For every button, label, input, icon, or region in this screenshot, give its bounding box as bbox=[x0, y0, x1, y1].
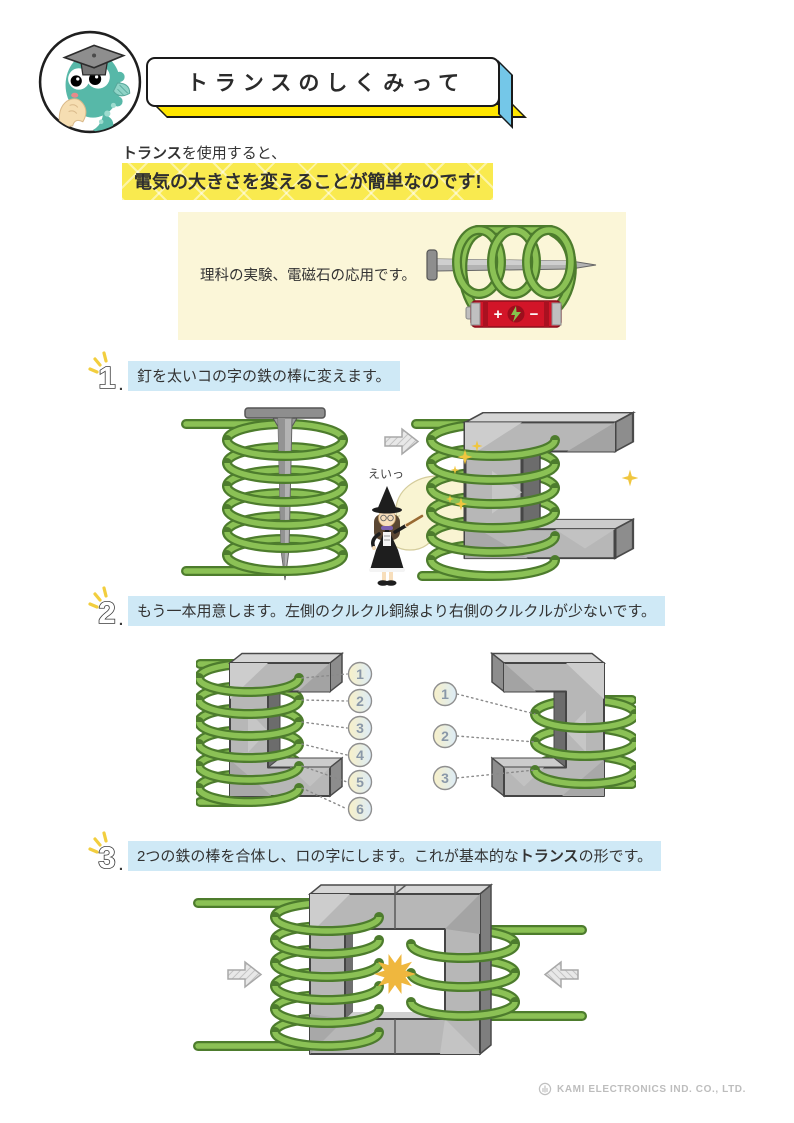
coil-icon bbox=[452, 225, 577, 311]
step-2-text: もう一本用意します。左側のクルクル銅線より右側のクルクルが少ないです。 bbox=[128, 596, 666, 626]
secondary-core-coil-icon bbox=[491, 652, 636, 797]
mascot-character-icon bbox=[38, 30, 142, 134]
sparkle-burst-icon bbox=[88, 586, 108, 609]
step-3-illustration bbox=[193, 883, 587, 1056]
step-3-dot: . bbox=[119, 857, 123, 874]
step-3-text-pre: 2つの鉄の棒を合体し、ロの字にします。これが基本的な bbox=[137, 848, 519, 865]
step-2-number: 2 bbox=[98, 595, 115, 629]
step-1-number: 1 bbox=[98, 360, 115, 394]
battery-icon: + − bbox=[465, 300, 562, 328]
c-core-coil-icon bbox=[411, 411, 635, 581]
intro-rest: を使用すると、 bbox=[181, 145, 287, 162]
step-1-number-badge: 1 . bbox=[88, 351, 123, 394]
witch-speech-label: えいっ bbox=[368, 467, 404, 481]
wand-icon bbox=[405, 514, 424, 527]
step-2-number-badge: 2 . bbox=[88, 586, 123, 629]
banner-blue-edge bbox=[498, 60, 513, 129]
push-arrow-right-icon bbox=[544, 961, 579, 988]
witch-figure bbox=[369, 486, 424, 586]
step-3-row: 3 . 2つの鉄の棒を合体し、ロの字にします。これが基本的なトランスの形です。 bbox=[86, 828, 662, 874]
intro-line: トランスを使用すると、 bbox=[122, 142, 286, 163]
energy-star-icon bbox=[374, 954, 416, 994]
turn-label-3: 3 bbox=[441, 770, 449, 786]
turn-label-2: 2 bbox=[356, 693, 364, 709]
push-arrow-left-icon bbox=[227, 961, 262, 988]
battery-minus-label: − bbox=[530, 306, 539, 323]
primary-core-coil-icon bbox=[196, 652, 343, 807]
company-name: KAMI ELECTRONICS IND. CO., LTD. bbox=[557, 1083, 746, 1095]
step-1-illustration: えいっ bbox=[181, 407, 638, 586]
step-2-illustration: 1 2 3 4 5 6 1 2 3 bbox=[196, 652, 636, 822]
mascot-badge bbox=[36, 28, 144, 136]
turn-label-1: 1 bbox=[356, 666, 364, 682]
bolt-icon bbox=[511, 306, 521, 322]
step-1-row: 1 . 釘を太いコの字の鉄の棒に変えます。 bbox=[86, 348, 400, 394]
transformer-core-icon bbox=[193, 883, 587, 1056]
turn-label-1: 1 bbox=[441, 686, 449, 702]
step-2-row: 2 . もう一本用意します。左側のクルクル銅線より右側のクルクルが少ないです。 bbox=[86, 583, 666, 629]
step-1-text: 釘を太いコの字の鉄の棒に変えます。 bbox=[128, 361, 400, 391]
banner-plate: トランスのしくみって bbox=[146, 57, 500, 107]
step-1-dot: . bbox=[119, 377, 123, 394]
info-box: 理科の実験、電磁石の応用です。 bbox=[178, 212, 626, 340]
nail-coil-icon bbox=[181, 407, 343, 581]
page-title: トランスのしくみって bbox=[186, 72, 467, 95]
turn-label-2: 2 bbox=[441, 728, 449, 744]
turn-label-4: 4 bbox=[356, 747, 364, 763]
turn-label-5: 5 bbox=[356, 774, 364, 790]
step-2-dot: . bbox=[119, 612, 123, 629]
step-3-number-badge: 3 . bbox=[88, 831, 123, 874]
step-3-text: 2つの鉄の棒を合体し、ロの字にします。これが基本的なトランスの形です。 bbox=[128, 841, 662, 871]
step-3-text-bold: トランス bbox=[518, 848, 579, 865]
step-3-number: 3 bbox=[98, 840, 115, 874]
intro-highlight: 電気の大きさを変えることが簡単なのです! bbox=[122, 163, 493, 200]
battery-plus-label: + bbox=[494, 306, 503, 323]
sparkle-burst-icon bbox=[88, 831, 108, 854]
turn-label-3: 3 bbox=[356, 720, 364, 736]
step-3-text-post: の形です。 bbox=[578, 848, 653, 865]
info-box-text: 理科の実験、電磁石の応用です。 bbox=[200, 268, 417, 284]
footer: KAMI ELECTRONICS IND. CO., LTD. bbox=[538, 1082, 746, 1096]
electromagnet-illustration: + − bbox=[426, 225, 597, 328]
secondary-turn-labels: 1 2 3 bbox=[432, 681, 536, 791]
company-logo-icon bbox=[538, 1082, 552, 1096]
intro-keyword: トランス bbox=[122, 145, 182, 162]
transform-arrow-icon bbox=[384, 428, 419, 455]
primary-turn-labels: 1 2 3 4 5 6 bbox=[301, 661, 373, 822]
title-banner: トランスのしくみって bbox=[146, 57, 527, 129]
sparkle-burst-icon bbox=[88, 351, 108, 374]
turn-label-6: 6 bbox=[356, 801, 364, 817]
